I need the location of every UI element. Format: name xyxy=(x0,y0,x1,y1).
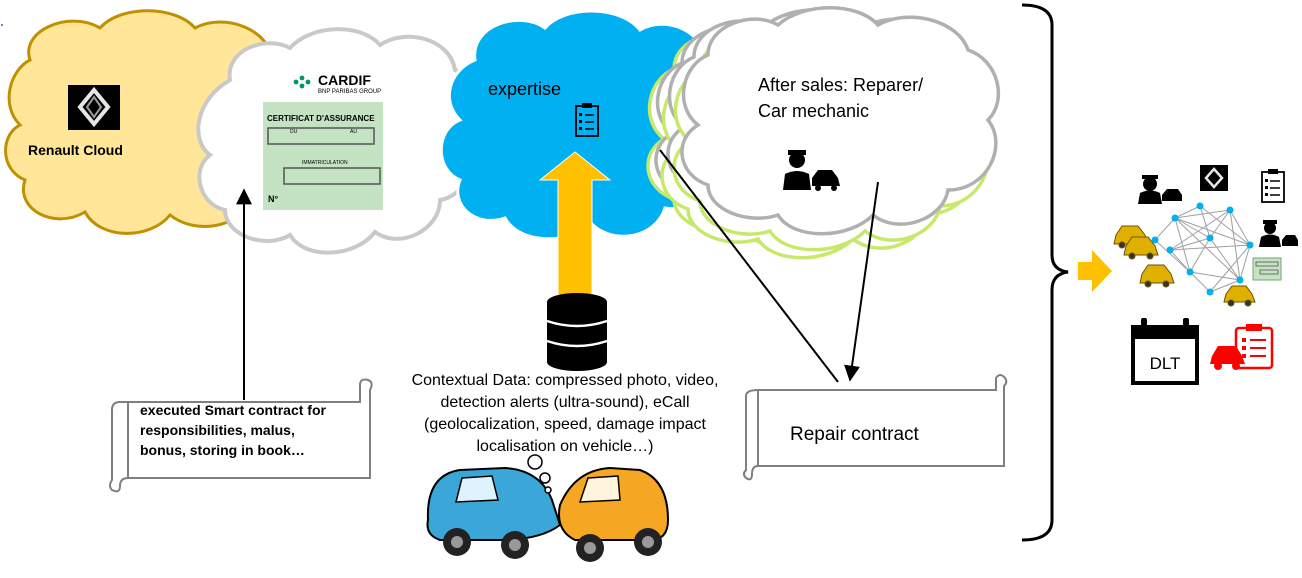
contextual-line-1: Contextual Data: compressed photo, video… xyxy=(412,372,719,389)
taxi-cars-icon xyxy=(1113,225,1256,307)
network-graph-icon xyxy=(1151,202,1254,296)
collision-icon xyxy=(426,454,670,562)
checklist-icon xyxy=(575,103,599,137)
contextual-line-2: detection alerts (ultra-sound), eCall xyxy=(440,394,689,411)
repair-contract-label: Repair contract xyxy=(790,424,920,445)
contextual-line-4: localisation on vehicle…) xyxy=(477,438,654,455)
certificate-du: DU xyxy=(290,129,298,135)
line-expertise-to-repair-contract xyxy=(659,149,839,383)
smart-contract-scroll: executed Smart contract for responsibili… xyxy=(109,378,373,493)
insurance-certificate: CERTIFICAT D'ASSURANCE DU AU IMMATRICULA… xyxy=(263,102,383,210)
mechanic-icon xyxy=(783,150,840,191)
after-sales-cloud: After sales: Reparer/ Car mechanic xyxy=(646,6,1001,260)
database-icon xyxy=(546,293,608,371)
after-sales-label-line1: After sales: Reparer/ xyxy=(758,75,923,95)
smart-contract-line-2: responsibilities, malus, xyxy=(140,422,295,438)
red-car-checklist-icon xyxy=(1210,324,1274,370)
renault-logo-icon xyxy=(68,85,120,130)
network-mechanic-icon xyxy=(1138,175,1182,204)
contextual-data-text: Contextual Data: compressed photo, video… xyxy=(412,372,719,455)
expertise-label: expertise xyxy=(488,79,561,99)
to-network-arrow xyxy=(1078,250,1112,292)
data-upload-arrow xyxy=(538,151,612,296)
cardif-logo-icon xyxy=(293,75,311,89)
renault-cloud-label: Renault Cloud xyxy=(28,142,123,158)
network-mechanic-icon-2 xyxy=(1259,220,1298,247)
calendar-icon: DLT xyxy=(1131,318,1199,385)
certificate-no: N° xyxy=(268,194,278,204)
after-sales-label-line2: Car mechanic xyxy=(758,101,869,121)
certificate-immat: IMMATRICULATION xyxy=(302,160,348,166)
insurer-cloud: CARDIF BNP PARIBAS GROUP CERTIFICAT D'AS… xyxy=(196,27,480,255)
arrow-reparer-to-repair-contract xyxy=(844,181,879,382)
repair-contract-scroll: Repair contract xyxy=(743,374,1008,481)
smart-contract-line-3: bonus, storing in book… xyxy=(140,442,305,458)
smart-contract-line-1: executed Smart contract for xyxy=(140,402,326,418)
right-brace xyxy=(1021,3,1069,542)
certificate-title: CERTIFICAT D'ASSURANCE xyxy=(267,114,375,123)
cardif-brand-sub: BNP PARIBAS GROUP xyxy=(318,89,381,95)
contextual-line-3: (geolocalization, speed, damage impact xyxy=(424,416,707,433)
certificate-au: AU xyxy=(350,129,357,135)
network-checklist-icon xyxy=(1261,169,1285,203)
cardif-brand: CARDIF xyxy=(318,72,371,88)
network-renault-logo-icon xyxy=(1200,165,1228,191)
network-certificate-icon xyxy=(1252,257,1282,281)
stray-dot xyxy=(1,24,3,26)
dlt-label: DLT xyxy=(1150,354,1181,373)
